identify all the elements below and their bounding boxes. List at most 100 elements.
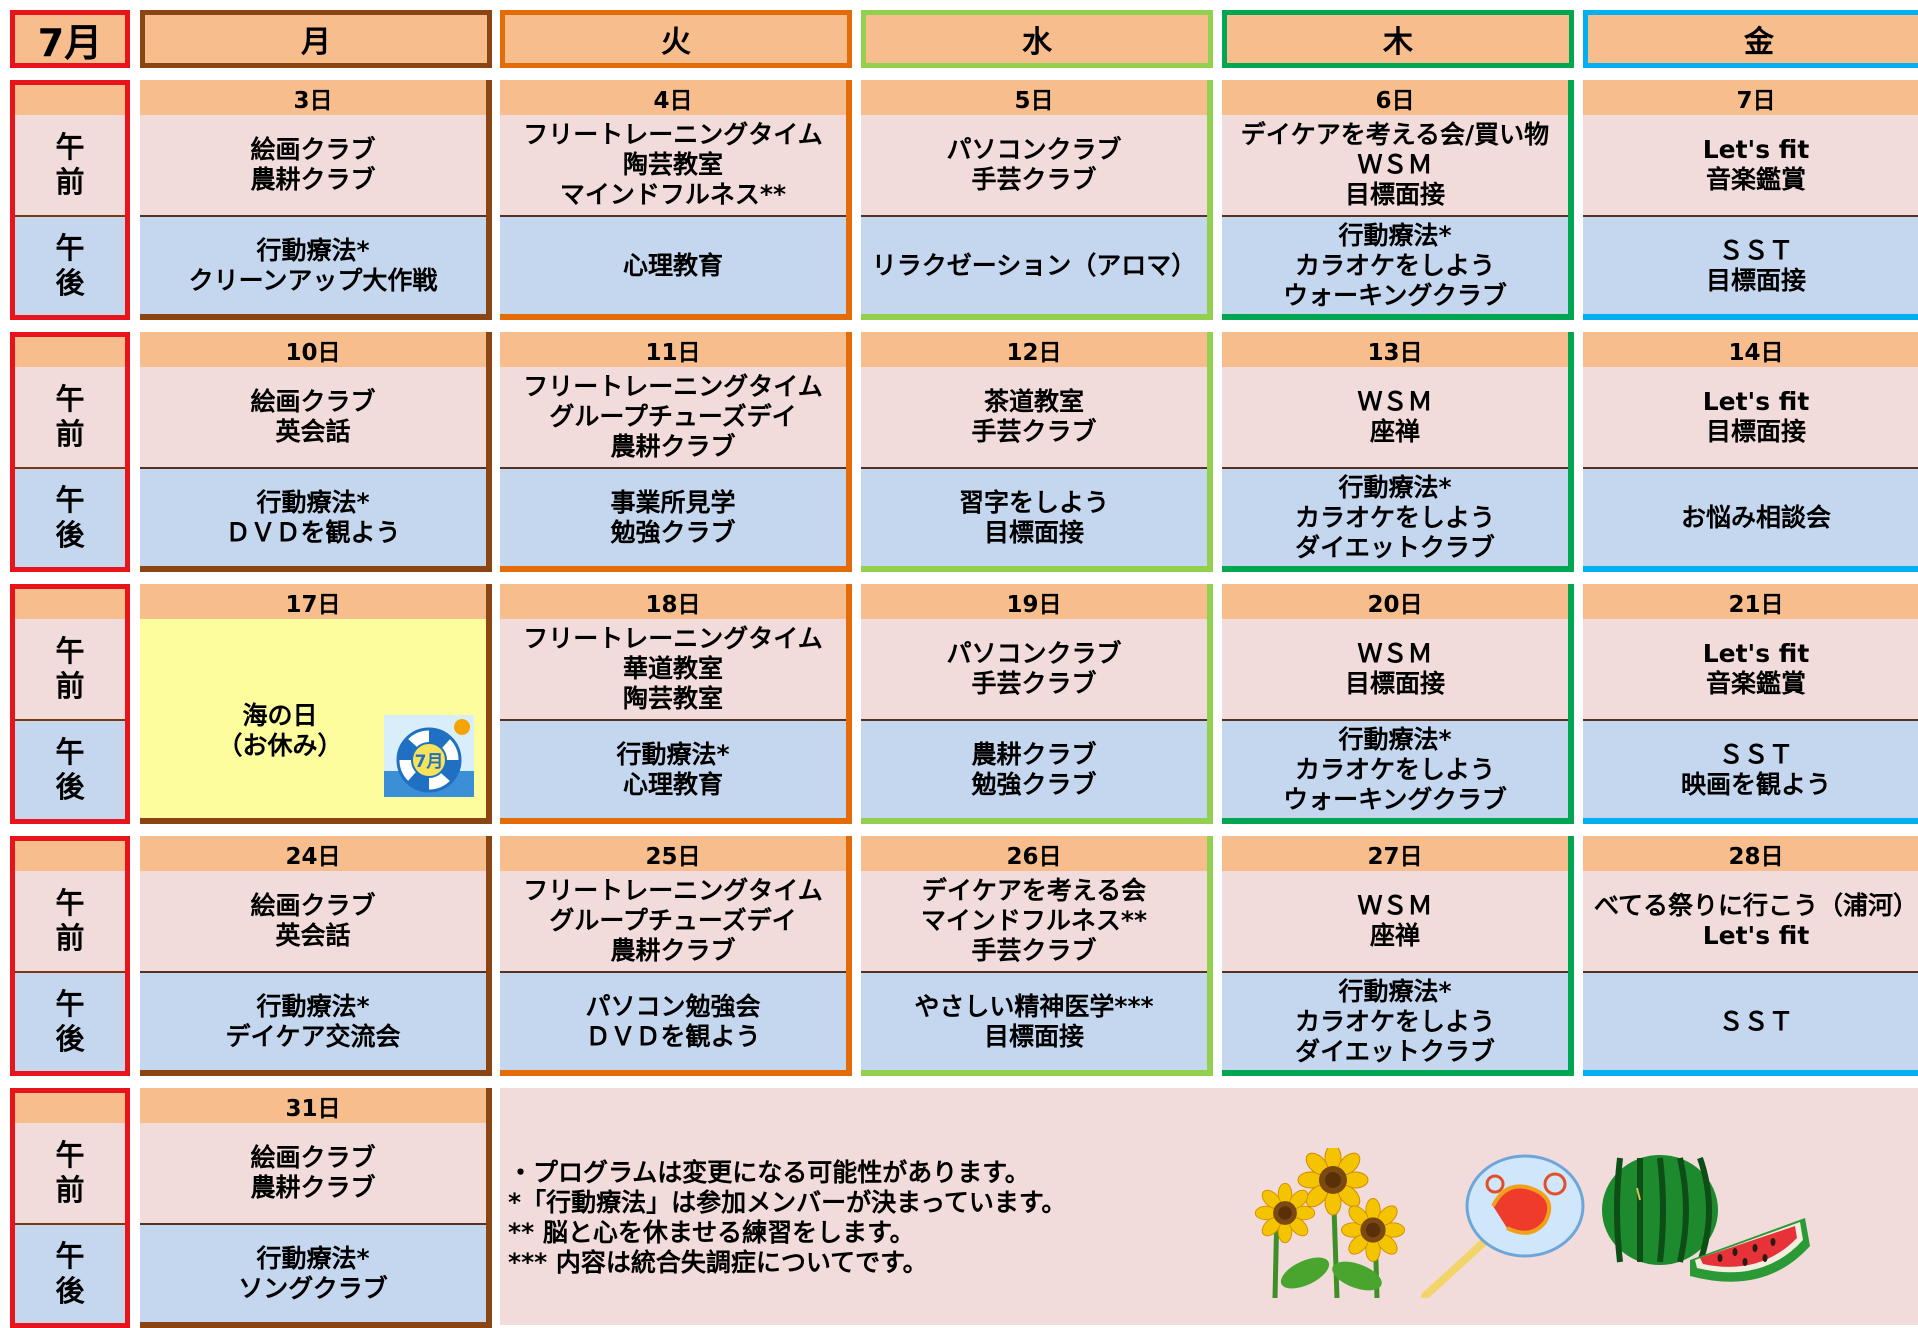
program-item: ウォーキングクラブ	[1283, 280, 1507, 310]
program-item: 華道教室	[622, 654, 723, 683]
day-cell: 17日海の日（お休み）7月	[140, 584, 492, 824]
pm-char: 午	[55, 735, 85, 769]
program-item: ＳＳＴ	[1718, 739, 1794, 769]
am-char: 午	[55, 382, 85, 416]
pm-programs: お悩み相談会	[1583, 469, 1918, 566]
pm-programs: ＳＳＴ	[1583, 973, 1918, 1070]
day-date: 20日	[1222, 584, 1568, 621]
program-item: ダイエットクラブ	[1295, 532, 1495, 562]
am-char: 前	[55, 669, 85, 703]
day-date: 31日	[140, 1088, 486, 1125]
pm-char: 後	[55, 1022, 85, 1056]
program-item: 英会話	[275, 921, 351, 950]
pm-label: 午後	[15, 721, 125, 819]
program-item: カラオケをしよう	[1294, 250, 1495, 280]
uchiwa-fan-icon	[1421, 1154, 1585, 1298]
day-cell: 18日フリートレーニングタイム華道教室陶芸教室行動療法*心理教育	[500, 584, 852, 824]
sunflower-icon	[1254, 1148, 1405, 1298]
day-date: 19日	[861, 584, 1207, 621]
program-item: 陶芸教室	[622, 150, 723, 179]
pm-programs: 行動療法*カラオケをしようウォーキングクラブ	[1222, 217, 1568, 314]
notes-panel: ・プログラムは変更になる可能性があります。*「行動療法」は参加メンバーが決まって…	[500, 1088, 1918, 1325]
program-item: 茶道教室	[983, 387, 1084, 416]
ampm-label-column: 午前午後	[10, 836, 130, 1076]
label-strip	[15, 1093, 125, 1125]
program-item: 行動療法*	[1338, 472, 1452, 502]
program-item: 勉強クラブ	[610, 517, 736, 547]
program-item: 映画を観よう	[1680, 769, 1831, 799]
day-date: 28日	[1583, 836, 1918, 873]
program-item: デイケア交流会	[225, 1021, 401, 1051]
program-item: 行動療法*	[256, 235, 370, 265]
program-item: 目標面接	[1344, 180, 1445, 209]
am-label: 午前	[15, 619, 125, 721]
program-item: 農耕クラブ	[610, 432, 736, 461]
ampm-label-column: 午前午後	[10, 1088, 130, 1328]
weekday-header: 木	[1222, 10, 1574, 68]
am-programs: フリートレーニングタイム陶芸教室マインドフルネス**	[500, 115, 846, 217]
program-item: ＷＳＭ	[1357, 387, 1433, 416]
ampm-label-column: 午前午後	[10, 80, 130, 320]
am-programs: パソコンクラブ手芸クラブ	[861, 115, 1207, 217]
program-item: 陶芸教室	[622, 684, 723, 713]
am-char: 午	[55, 130, 85, 164]
am-char: 午	[55, 1138, 85, 1172]
program-item: 手芸クラブ	[971, 165, 1097, 194]
am-programs: フリートレーニングタイム華道教室陶芸教室	[500, 619, 846, 721]
day-date: 7日	[1583, 80, 1918, 117]
seed	[1717, 1254, 1723, 1262]
program-item: フリートレーニングタイム	[523, 372, 823, 401]
program-item: カラオケをしよう	[1294, 754, 1495, 784]
note-line: *「行動療法」は参加メンバーが決まっています。	[508, 1188, 1067, 1217]
program-item: 手芸クラブ	[971, 669, 1097, 698]
month-label: 7月	[10, 10, 130, 68]
pm-label: 午後	[15, 973, 125, 1071]
am-programs: デイケアを考える会マインドフルネス**手芸クラブ	[861, 871, 1207, 973]
day-cell: 10日絵画クラブ英会話行動療法*ＤＶＤを観よう	[140, 332, 492, 572]
program-item: ソングクラブ	[238, 1273, 388, 1303]
program-item: 事業所見学	[610, 487, 736, 517]
pm-programs: 農耕クラブ勉強クラブ	[861, 721, 1207, 818]
program-item: 目標面接	[1705, 265, 1806, 295]
pm-programs: 行動療法*カラオケをしようウォーキングクラブ	[1222, 721, 1568, 818]
program-item: ＷＳＭ	[1357, 639, 1433, 668]
day-date: 10日	[140, 332, 486, 369]
day-date: 17日	[140, 584, 486, 621]
pm-char: 午	[55, 483, 85, 517]
weekday-header: 火	[500, 10, 852, 68]
pm-programs: 行動療法*心理教育	[500, 721, 846, 818]
watermelon-icon	[1602, 1155, 1810, 1282]
program-item: フリートレーニングタイム	[523, 876, 823, 905]
program-item: 座禅	[1369, 417, 1420, 446]
program-item: Let's fit	[1702, 387, 1810, 416]
program-item: 目標面接	[983, 1021, 1084, 1051]
day-date: 18日	[500, 584, 846, 621]
program-item: 絵画クラブ	[250, 1143, 376, 1172]
am-char: 前	[55, 165, 85, 199]
program-item: 行動療法*	[256, 487, 370, 517]
pm-programs: 行動療法*ソングクラブ	[140, 1225, 486, 1322]
program-item: 行動療法*	[616, 739, 730, 769]
summer-illustration	[1254, 1148, 1810, 1298]
program-item: やさしい精神医学***	[914, 991, 1154, 1021]
am-label: 午前	[15, 871, 125, 973]
am-label: 午前	[15, 367, 125, 469]
pm-char: 午	[55, 1239, 85, 1273]
pm-programs: 行動療法*デイケア交流会	[140, 973, 486, 1070]
note-line: *** 内容は統合失調症についてです。	[508, 1248, 928, 1277]
program-item: 農耕クラブ	[250, 1173, 376, 1202]
day-date: 5日	[861, 80, 1207, 117]
holiday-text: 海の日（お休み）	[210, 701, 350, 761]
program-item: ＤＶＤを観よう	[585, 1021, 761, 1051]
program-item: 目標面接	[1705, 417, 1806, 446]
program-item: 心理教育	[622, 250, 723, 280]
